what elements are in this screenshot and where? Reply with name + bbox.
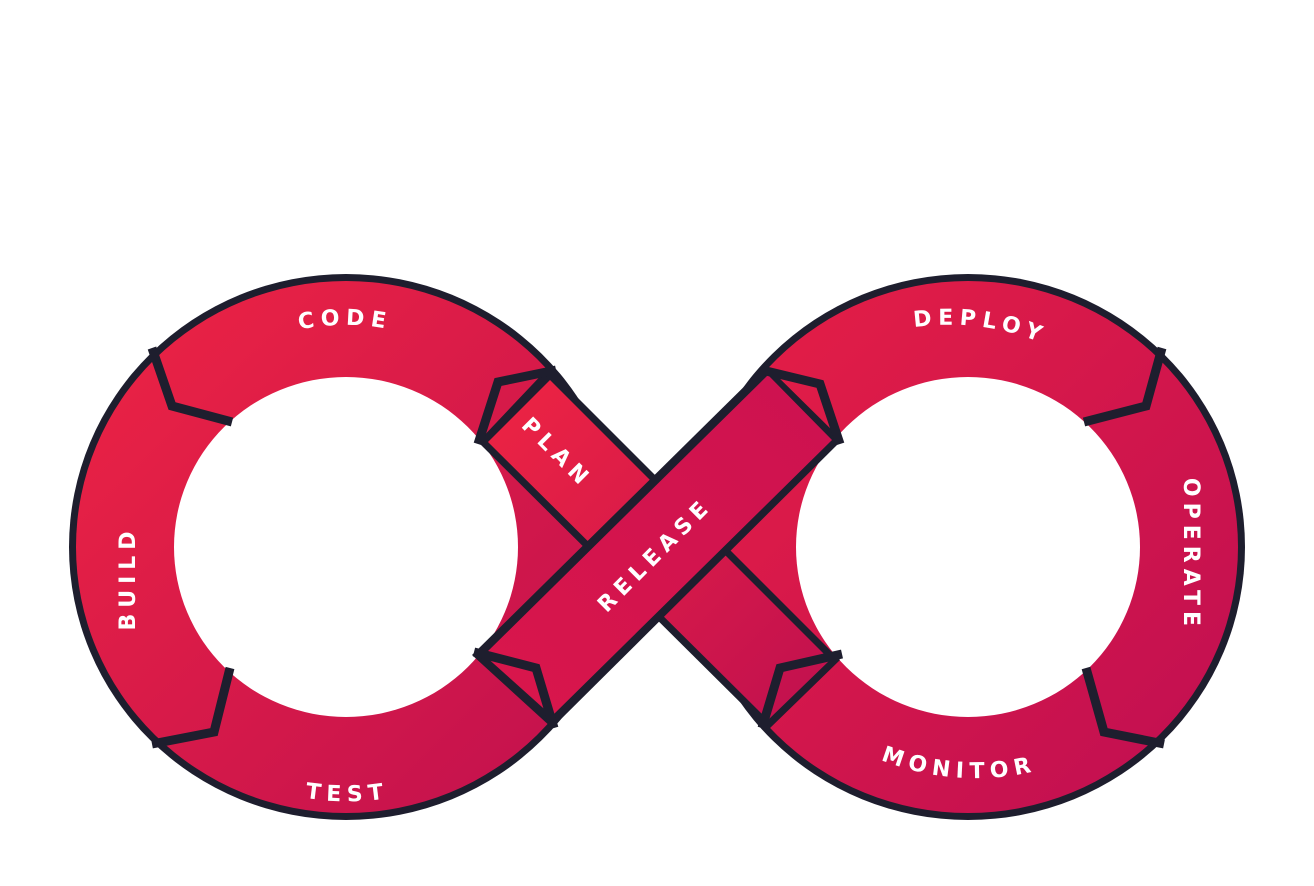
divider-build-test bbox=[151, 666, 235, 749]
stage-label-build: BUILD bbox=[116, 525, 141, 630]
stage-label-operate: OPERATE bbox=[1178, 478, 1203, 632]
divider-operate-monitor bbox=[1081, 666, 1165, 749]
divider-test-release bbox=[472, 647, 559, 730]
stage-label-code-path: CODE bbox=[296, 306, 387, 336]
stage-label-test-path: TEST bbox=[304, 779, 384, 807]
divider-monitor-release bbox=[757, 649, 843, 730]
segment-dividers bbox=[147, 346, 1167, 749]
divider-release-deploy bbox=[760, 365, 845, 446]
divider-code-build bbox=[147, 346, 234, 427]
front-band-fill bbox=[484, 375, 832, 716]
divider-code-plan bbox=[473, 365, 557, 446]
stage-label-test: TEST bbox=[304, 779, 390, 807]
right-loop-hole bbox=[796, 377, 1140, 717]
release-band bbox=[472, 365, 842, 728]
ops-label: Ops bbox=[903, 512, 1037, 585]
stage-label-code: CODE bbox=[296, 306, 393, 336]
dev-label: Dev bbox=[293, 512, 427, 585]
divider-deploy-operate bbox=[1082, 346, 1167, 427]
left-loop-hole bbox=[174, 377, 518, 717]
